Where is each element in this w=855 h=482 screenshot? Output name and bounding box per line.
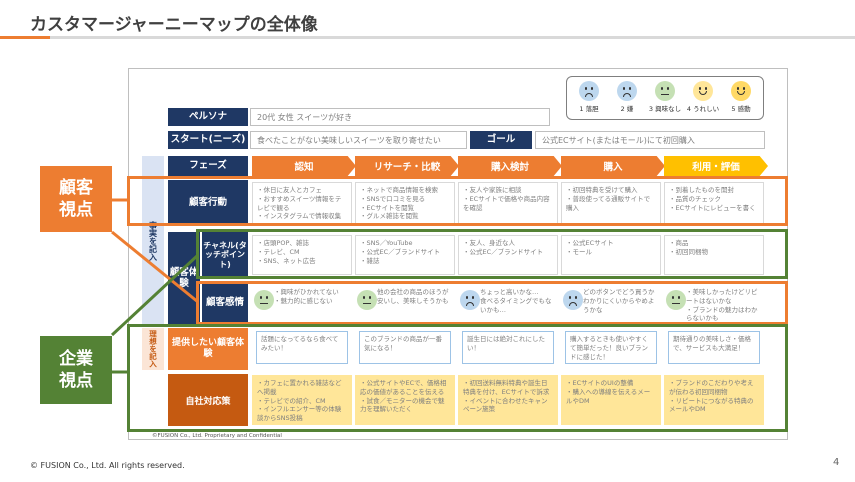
legend-item: 5 感動 (723, 81, 759, 113)
title-underline (0, 36, 855, 39)
legend-label: 2 嫌 (620, 105, 634, 113)
phase-label: フェーズ (168, 156, 248, 176)
response-cell: ・初回送料無料特典や誕生日特典を付け、ECサイトで訴求 ・イベントに合わせたキャ… (458, 375, 558, 425)
phase-5: 利用・評価 (664, 156, 768, 176)
face-flat-icon (254, 290, 274, 310)
legend-item: 2 嫌 (609, 81, 645, 113)
face-happy-icon (693, 81, 713, 101)
channel-cell: ・店頭POP、雑誌 ・テレビ、CM ・SNS、ネット広告 (252, 235, 352, 275)
row-label-emotion: 顧客感情 (202, 282, 248, 324)
face-sad-icon (579, 81, 599, 101)
channel-cell: ・商品 ・初回同梱物 (664, 235, 764, 275)
response-cell-text: ・初回送料無料特典や誕生日特典を付け、ECサイトで訴求 ・イベントに合わせたキャ… (463, 379, 550, 414)
emotion-cell-text: 他の会社の商品のほうが安いし、美味しそうかも (377, 288, 449, 305)
phase-4: 購入 (561, 156, 665, 176)
company-frame (127, 324, 788, 432)
action-cell-text: ・友人や家族に相談 ・ECサイトで価格や商品内容を確認 (463, 186, 550, 212)
legend-item: 1 落胆 (571, 81, 607, 113)
row-label-action: 顧客行動 (168, 180, 248, 226)
page-number: 4 (833, 457, 840, 468)
emotion-cell: 他の会社の商品のほうが安いし、美味しそうかも (355, 285, 455, 321)
ideal-bubble-text: 誕生日には絶対これにしたい！ (467, 335, 545, 352)
company-view-label: 企業 視点 (40, 336, 112, 404)
legend-label: 4 うれしい (686, 105, 720, 113)
ideal-bubble: 期待通りの美味しさ・価格で、サービスも大満足！ (668, 331, 760, 364)
legend-item: 3 興味なし (647, 81, 683, 113)
response-cell-text: ・カフェに置かれる雑誌などへ掲載 ・テレビでの紹介、CM ・インフルエンサー等の… (257, 379, 342, 423)
start-label: スタート(ニーズ) (168, 131, 248, 149)
emotion-cell-text: ちょっと高いかな… 食べるタイミングでもないかも… (480, 288, 552, 314)
customer-action-frame (127, 176, 788, 226)
action-cell: ・友人や家族に相談 ・ECサイトで価格や商品内容を確認 (458, 182, 558, 224)
face-sad-icon (460, 290, 480, 310)
action-cell-text: ・ネットで商品情報を検索 ・SNSで口コミを見る ・ECサイトを閲覧 ・グルメ雑… (360, 186, 438, 221)
persona-value: 20代 女性 スイーツが好き (250, 108, 550, 126)
ideal-bubble: 購入するときも使いやすくて簡単だった！良いブランドに感じた！ (565, 331, 657, 364)
channel-cell-text: ・商品 ・初回同梱物 (669, 239, 708, 256)
inner-copyright: ©FUSION Co., Ltd. Proprietary and Confid… (152, 433, 282, 439)
goal-value: 公式ECサイト(またはモール)にて初回購入 (535, 131, 765, 149)
face-sad-icon (617, 81, 637, 101)
page-title: カスタマージャーニーマップの全体像 (30, 15, 318, 35)
emotion-cell: ・興味がひかれてない ・魅力的に感じない (252, 285, 352, 321)
emotion-cell-text: ・美味しかったけどリピートはないかな ・ブランドの魅力はわからないかも (686, 288, 758, 321)
response-cell: ・ブランドのこだわりや考えが伝わる初回同梱物 ・リピートにつながる特典のメールや… (664, 375, 764, 425)
goal-label: ゴール (470, 131, 532, 149)
emotion-frame (196, 281, 788, 325)
customer-view-label: 顧客 視点 (40, 166, 112, 232)
emotion-cell-text: どのボタンでどう買うかわかりにくいからやめようかな (583, 288, 655, 314)
side-band-ideal: 理想を記入 (142, 328, 164, 370)
ideal-bubble-text: 話題になってるなら食べてみたい！ (261, 335, 339, 352)
emotion-legend: 1 落胆 2 嫌 3 興味なし 4 うれしい 5 感動 (566, 76, 764, 120)
response-cell-text: ・ECサイトのUIの整備 ・購入への導線を伝えるメールやDM (566, 379, 651, 405)
face-sad-icon (563, 290, 583, 310)
channel-frame (196, 229, 788, 279)
legend-label: 5 感動 (731, 105, 751, 113)
action-cell: ・初回特典を受けて購入 ・普段使ってる通販サイトで購入 (561, 182, 661, 224)
start-value: 食べたことがない美味しいスイーツを取り寄せたい (250, 131, 467, 149)
legend-label: 3 興味なし (648, 105, 682, 113)
emotion-cell: どのボタンでどう買うかわかりにくいからやめようかな (561, 285, 661, 321)
phase-1: 認知 (252, 156, 356, 176)
face-flat-icon (655, 81, 675, 101)
action-cell-text: ・休日に友人とカフェ ・おすすめスイーツ情報をテレビで観る ・インスタグラムで情… (257, 186, 342, 221)
response-cell: ・ECサイトのUIの整備 ・購入への導線を伝えるメールやDM (561, 375, 661, 425)
footer-copyright: © FUSION Co., Ltd. All rights reserved. (30, 461, 185, 470)
action-cell: ・ネットで商品情報を検索 ・SNSで口コミを見る ・ECサイトを閲覧 ・グルメ雑… (355, 182, 455, 224)
channel-cell-text: ・店頭POP、雑誌 ・テレビ、CM ・SNS、ネット広告 (257, 239, 316, 265)
ideal-bubble: このブランドの商品が一番気になる！ (359, 331, 451, 364)
channel-cell: ・SNS／YouTube ・公式EC／ブランドサイト ・雑誌 (355, 235, 455, 275)
phase-3: 購入検討 (458, 156, 562, 176)
channel-cell-text: ・友人、身近な人 ・公式EC／ブランドサイト (463, 239, 544, 256)
response-cell: ・公式サイトやECで、価格相応の価値があることを伝える ・試食／モニターの機会で… (355, 375, 455, 425)
ideal-bubble: 話題になってるなら食べてみたい！ (256, 331, 348, 364)
response-cell-text: ・ブランドのこだわりや考えが伝わる初回同梱物 ・リピートにつながる特典のメールや… (669, 379, 754, 414)
ideal-bubble-text: このブランドの商品が一番気になる！ (364, 335, 442, 352)
row-label-channel: チャネル(タッチポイント) (202, 232, 248, 278)
action-cell-text: ・到着したものを開封 ・品質のチェック ・ECサイトにレビューを書く (669, 186, 756, 212)
ideal-bubble: 誕生日には絶対これにしたい！ (462, 331, 554, 364)
phase-2: リサーチ・比較 (355, 156, 459, 176)
emotion-cell: ・美味しかったけどリピートはないかな ・ブランドの魅力はわからないかも (664, 285, 764, 321)
face-flat-icon (666, 290, 686, 310)
channel-cell: ・友人、身近な人 ・公式EC／ブランドサイト (458, 235, 558, 275)
legend-item: 4 うれしい (685, 81, 721, 113)
response-cell: ・カフェに置かれる雑誌などへ掲載 ・テレビでの紹介、CM ・インフルエンサー等の… (252, 375, 352, 425)
channel-cell-text: ・SNS／YouTube ・公式EC／ブランドサイト ・雑誌 (360, 239, 441, 265)
face-flat-icon (357, 290, 377, 310)
channel-cell: ・公式ECサイト ・モール (561, 235, 661, 275)
persona-label: ペルソナ (168, 108, 248, 126)
response-cell-text: ・公式サイトやECで、価格相応の価値があることを伝える ・試食／モニターの機会で… (360, 379, 447, 414)
channel-cell-text: ・公式ECサイト ・モール (566, 239, 614, 256)
emotion-cell: ちょっと高いかな… 食べるタイミングでもないかも… (458, 285, 558, 321)
action-cell-text: ・初回特典を受けて購入 ・普段使ってる通販サイトで購入 (566, 186, 651, 212)
emotion-cell-text: ・興味がひかれてない ・魅力的に感じない (274, 288, 339, 305)
row-label-response: 自社対応策 (168, 374, 248, 426)
ideal-bubble-text: 購入するときも使いやすくて簡単だった！良いブランドに感じた！ (570, 335, 648, 361)
face-happy-icon (731, 81, 751, 101)
legend-label: 1 落胆 (579, 105, 599, 113)
ideal-bubble-text: 期待通りの美味しさ・価格で、サービスも大満足！ (673, 335, 751, 352)
